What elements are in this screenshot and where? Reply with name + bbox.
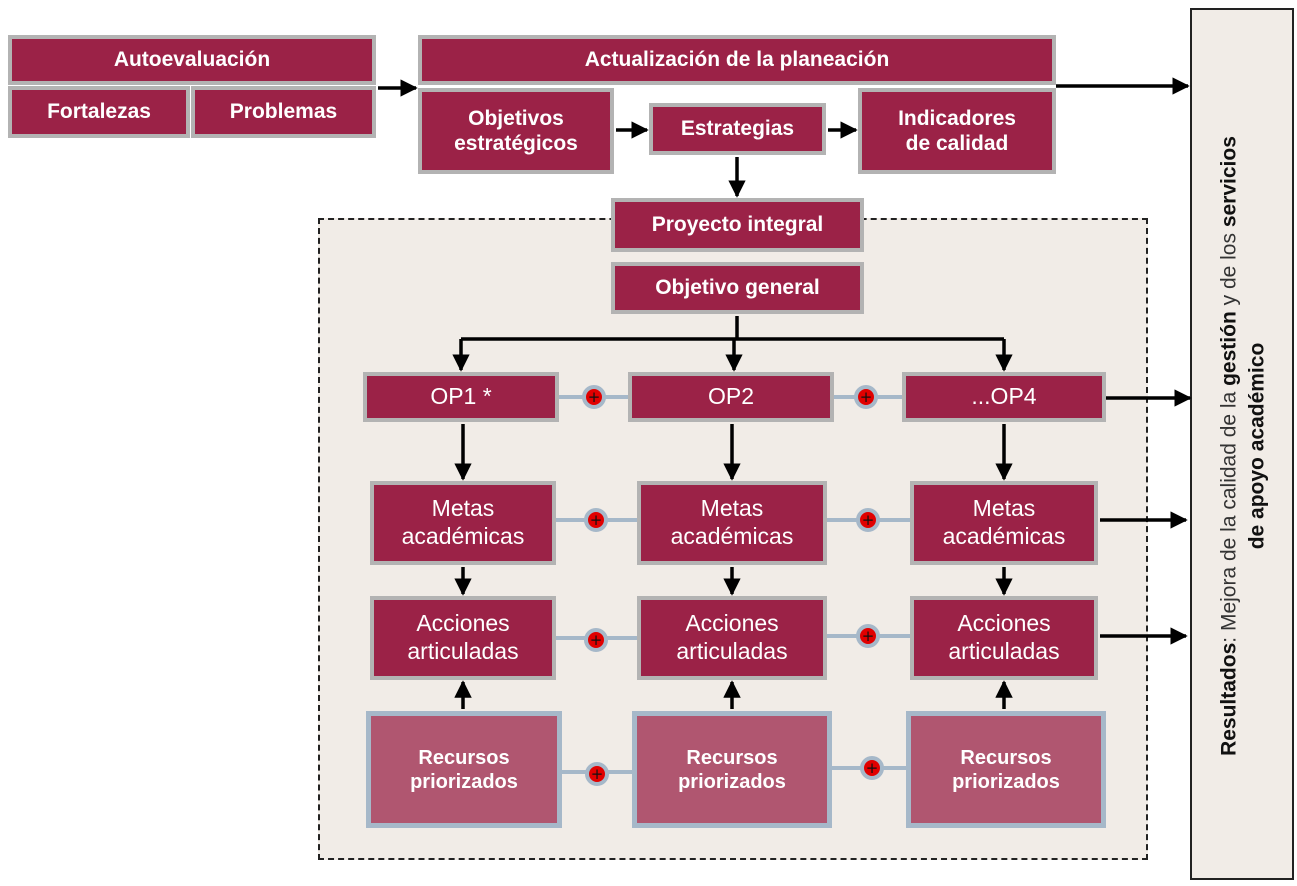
plus-markers: + + + + + + + + xyxy=(582,385,884,786)
acciones-box-1: Acciones articuladas xyxy=(370,596,556,680)
metas-line2: académicas xyxy=(401,523,525,549)
recursos-box-2: Recursos priorizados xyxy=(632,711,832,828)
objetivos-line2: estratégicos xyxy=(454,132,578,155)
actualizacion-box: Actualización de la planeación xyxy=(418,35,1056,85)
op-box-1: OP1 * xyxy=(363,372,559,422)
op-box-2: OP2 xyxy=(628,372,834,422)
plus-marker xyxy=(584,628,608,652)
plus-marker xyxy=(856,624,880,648)
metas-box-3: Metas académicas xyxy=(910,481,1098,565)
metas-box-1: Metas académicas xyxy=(370,481,556,565)
metas-line2: académicas xyxy=(942,523,1066,549)
plus-sign: + xyxy=(862,511,875,529)
plus-marker xyxy=(854,385,878,409)
objetivo-general-box: Objetivo general xyxy=(611,262,864,314)
plus-marker xyxy=(860,756,884,780)
metas-line2: académicas xyxy=(670,523,794,549)
metas-line1: Metas xyxy=(431,495,495,522)
estrategias-box: Estrategias xyxy=(649,103,826,155)
results-panel: Resultados: Mejora de la calidad de la g… xyxy=(1190,8,1294,880)
acciones-line2: articuladas xyxy=(676,638,788,664)
metas-line1: Metas xyxy=(972,495,1036,522)
recursos-line2: priorizados xyxy=(410,770,518,793)
acciones-line2: articuladas xyxy=(407,638,519,664)
recursos-box-1: Recursos priorizados xyxy=(366,711,562,828)
plus-marker xyxy=(856,508,880,532)
recursos-line2: priorizados xyxy=(678,770,786,793)
plus-sign: + xyxy=(866,759,879,777)
plus-sign: + xyxy=(860,388,873,406)
acciones-line1: Acciones xyxy=(685,610,779,637)
plus-marker xyxy=(582,385,606,409)
recursos-line1: Recursos xyxy=(960,746,1052,769)
indicadores-line2: de calidad xyxy=(905,132,1009,155)
recursos-line1: Recursos xyxy=(686,746,778,769)
plus-sign: + xyxy=(588,388,601,406)
problemas-box: Problemas xyxy=(191,86,376,138)
objetivos-line1: Objetivos xyxy=(468,106,564,130)
proyecto-integral-box: Proyecto integral xyxy=(611,198,864,252)
op-box-3: ...OP4 xyxy=(902,372,1106,422)
recursos-line2: priorizados xyxy=(952,770,1060,793)
recursos-line1: Recursos xyxy=(418,746,510,769)
indicadores-box: Indicadores de calidad xyxy=(858,88,1056,174)
objetivos-estrategicos-box: Objetivos estratégicos xyxy=(418,88,614,174)
acciones-line1: Acciones xyxy=(416,610,510,637)
plus-sign: + xyxy=(862,627,875,645)
metas-box-2: Metas académicas xyxy=(637,481,827,565)
plus-marker xyxy=(585,762,609,786)
acciones-line1: Acciones xyxy=(957,610,1051,637)
metas-line1: Metas xyxy=(700,495,764,522)
plus-sign: + xyxy=(590,511,603,529)
plus-marker xyxy=(584,508,608,532)
fortalezas-box: Fortalezas xyxy=(8,86,190,138)
indicadores-line1: Indicadores xyxy=(898,106,1016,130)
recursos-box-3: Recursos priorizados xyxy=(906,711,1106,828)
autoevaluacion-box: Autoevaluación xyxy=(8,35,376,85)
plus-sign: + xyxy=(590,631,603,649)
plus-sign: + xyxy=(591,765,604,783)
acciones-line2: articuladas xyxy=(948,638,1060,664)
acciones-box-3: Acciones articuladas xyxy=(910,596,1098,680)
acciones-box-2: Acciones articuladas xyxy=(637,596,827,680)
